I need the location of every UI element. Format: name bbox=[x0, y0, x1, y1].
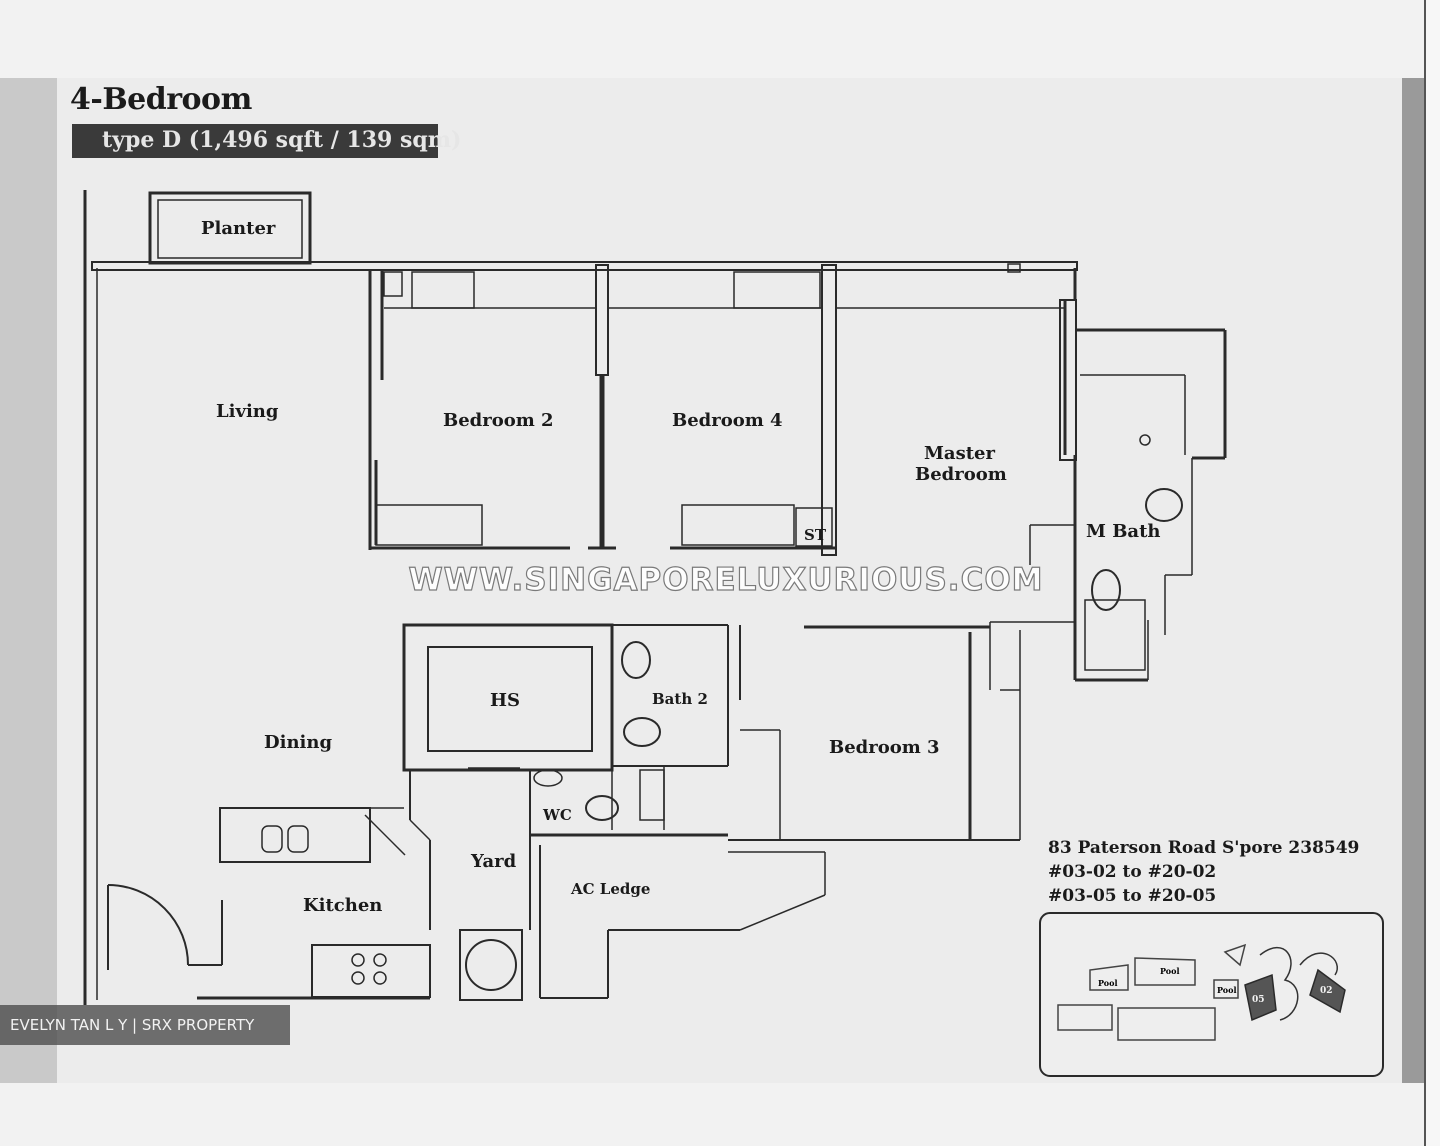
site-label-02: 02 bbox=[1320, 986, 1333, 996]
plan-subtitle: type D (1,496 sqft / 139 sqm) bbox=[102, 127, 462, 153]
kitchen-sink-left bbox=[261, 825, 283, 853]
site-key-plan: Pool Pool Pool 05 02 bbox=[1039, 912, 1384, 1077]
washing-machine bbox=[465, 939, 517, 991]
site-label-05: 05 bbox=[1252, 995, 1265, 1005]
m-bath-basin bbox=[1145, 488, 1183, 522]
site-label-pool-3: Pool bbox=[1217, 985, 1237, 995]
label-bedroom-2: Bedroom 2 bbox=[443, 410, 554, 431]
label-bedroom-4: Bedroom 4 bbox=[672, 410, 783, 431]
entrance-door-swing bbox=[107, 884, 189, 966]
page-edge bbox=[1424, 0, 1440, 1146]
wc-toilet bbox=[585, 795, 619, 821]
kitchen-sink-right bbox=[287, 825, 309, 853]
address-block: 83 Paterson Road S'pore 238549 #03-02 to… bbox=[1048, 836, 1388, 908]
bath2-toilet bbox=[623, 717, 661, 747]
label-store: ST bbox=[804, 526, 827, 544]
label-kitchen: Kitchen bbox=[303, 895, 382, 916]
hob-burner-1 bbox=[351, 953, 365, 967]
right-scan-edge bbox=[1402, 78, 1424, 1083]
kitchen-counter-top bbox=[219, 807, 371, 863]
bedroom4-wall-right bbox=[821, 264, 837, 556]
label-yard: Yard bbox=[470, 851, 517, 872]
hob-burner-2 bbox=[373, 953, 387, 967]
watermark: WWW.SINGAPORELUXURIOUS.COM bbox=[408, 561, 1044, 598]
kitchen-counter-bottom bbox=[311, 944, 431, 998]
hob-burner-3 bbox=[351, 971, 365, 985]
label-ac-ledge: AC Ledge bbox=[570, 880, 650, 898]
label-dining: Dining bbox=[264, 732, 332, 753]
outer-wall-top bbox=[91, 261, 1078, 271]
wc-basin bbox=[533, 769, 563, 787]
bath2-basin bbox=[621, 641, 651, 679]
m-bath-toilet bbox=[1091, 569, 1121, 611]
household-shelter bbox=[402, 623, 614, 772]
store-room bbox=[795, 507, 833, 547]
bottom-margin bbox=[0, 1083, 1440, 1146]
label-living: Living bbox=[216, 401, 279, 422]
label-wc: WC bbox=[542, 806, 572, 824]
left-scan-edge bbox=[0, 78, 57, 1083]
address-street: 83 Paterson Road S'pore 238549 bbox=[1048, 838, 1360, 858]
block-02-marker bbox=[1309, 968, 1346, 1014]
top-margin bbox=[0, 0, 1440, 78]
plan-title: 4-Bedroom bbox=[70, 82, 252, 117]
site-label-pool-2: Pool bbox=[1160, 966, 1180, 976]
address-units-b: #03-05 to #20-05 bbox=[1048, 886, 1217, 906]
hob-burner-4 bbox=[373, 971, 387, 985]
block-05-marker bbox=[1244, 973, 1277, 1022]
subtitle-band bbox=[72, 124, 438, 158]
label-master-bedroom-1: Master bbox=[924, 443, 995, 464]
credit-banner: EVELYN TAN L Y | SRX PROPERTY bbox=[0, 1005, 290, 1045]
label-planter: Planter bbox=[201, 218, 276, 239]
address-units-a: #03-02 to #20-02 bbox=[1048, 862, 1217, 882]
label-household-shelter: HS bbox=[490, 690, 520, 711]
label-bath-2: Bath 2 bbox=[652, 690, 708, 708]
site-label-pool-1: Pool bbox=[1098, 978, 1118, 988]
label-bedroom-3: Bedroom 3 bbox=[829, 737, 940, 758]
label-master-bedroom-2: Bedroom bbox=[915, 464, 1007, 485]
label-master-bath: M Bath bbox=[1086, 521, 1160, 542]
